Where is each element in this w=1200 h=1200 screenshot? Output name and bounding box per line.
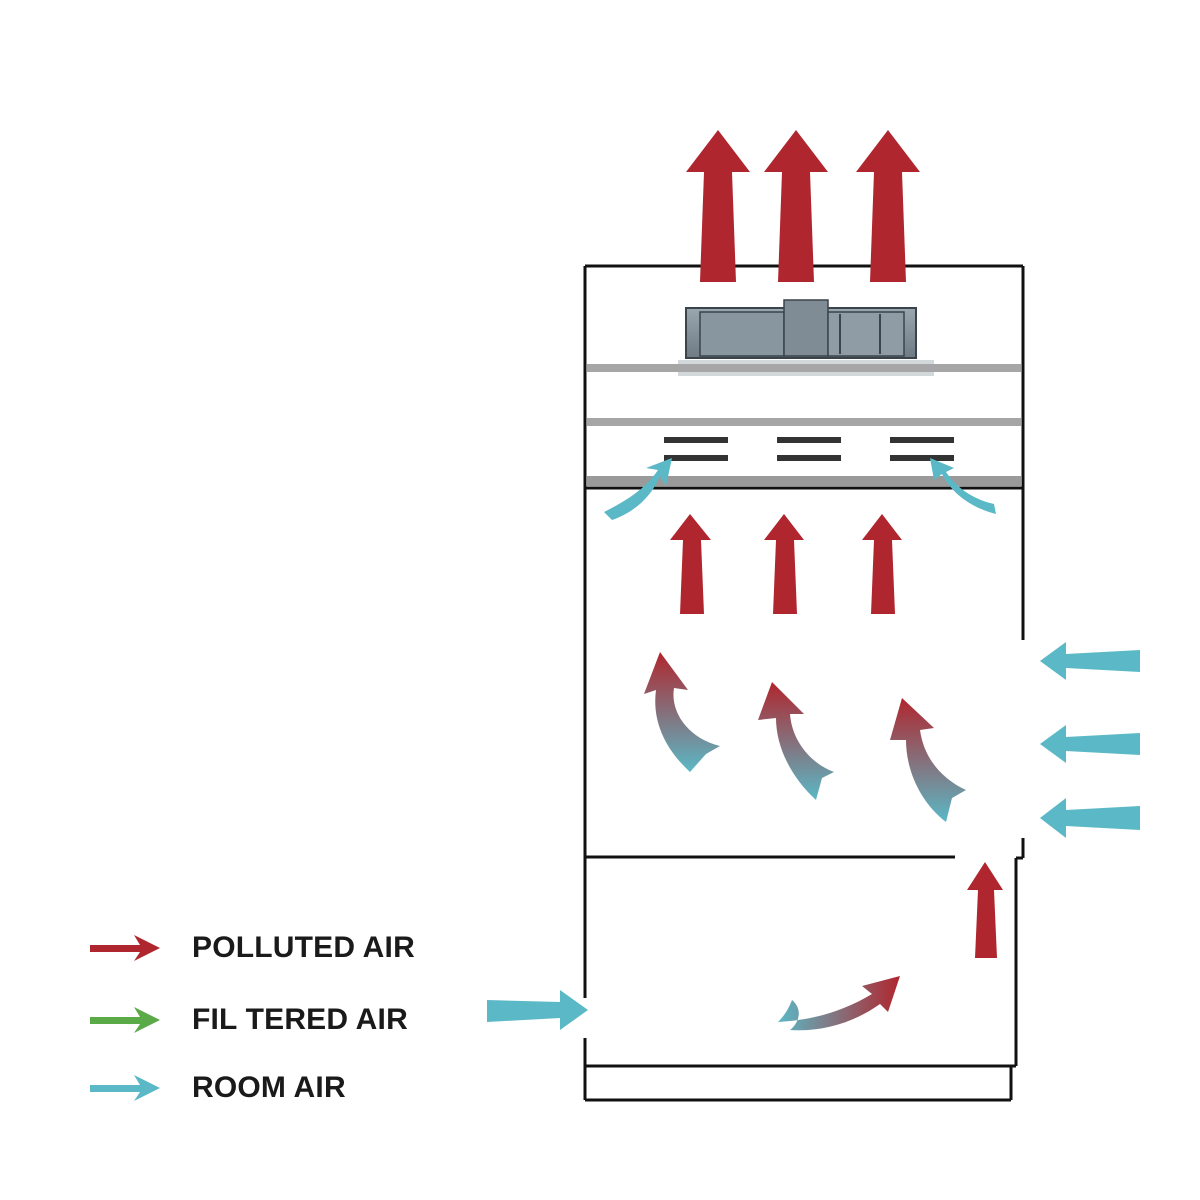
polluted-air-arrow-icon [90,935,160,961]
legend-label-filtered-air: FIL TERED AIR [192,1003,408,1036]
legend-item-filtered-air: FIL TERED AIR [88,1000,408,1040]
exhaust-plate [587,476,1021,486]
room-air-arrow-icon [930,458,996,514]
room-air-intake-top-arrows [604,458,996,520]
room-to-polluted-arrow-icon [778,976,900,1031]
polluted-air-arrow-icon [764,130,828,282]
room-air-arrow-icon [487,990,588,1030]
legend-item-room-air: ROOM AIR [88,1068,346,1108]
polluted-air-arrow-icon [856,130,920,282]
work-zone-curved-arrows [644,652,966,822]
room-to-polluted-arrow-icon [758,682,834,800]
polluted-air-arrow-icon [686,130,750,282]
polluted-air-arrow-icon [764,514,804,614]
room-to-polluted-arrow-icon [890,698,966,822]
hepa-filter-bar-lower [587,418,1021,426]
legend-item-polluted-air: POLLUTED AIR [88,928,415,968]
room-to-polluted-arrow-icon [644,652,720,772]
polluted-air-arrow-icon [862,514,902,614]
exhaust-fan-icon [678,299,934,376]
exhaust-polluted-arrows [686,130,920,282]
hepa-filter-bar-upper [587,364,1021,372]
room-air-arrow-icon [90,1075,160,1101]
room-air-arrow-icon [1040,725,1140,763]
cabinet-outline [583,264,1025,1102]
front-room-air-arrows [1040,642,1140,838]
legend-label-room-air: ROOM AIR [192,1071,346,1104]
vent-slots [664,437,954,461]
filtered-air-arrow-icon [90,1007,160,1033]
room-air-arrow-icon [604,458,672,520]
polluted-air-arrow-icon [967,862,1003,958]
room-air-arrow-icon [1040,642,1140,680]
legend-label-polluted-air: POLLUTED AIR [192,931,415,964]
room-air-arrow-icon [1040,798,1140,838]
interior-polluted-arrows [670,514,1003,958]
polluted-air-arrow-icon [670,514,711,614]
